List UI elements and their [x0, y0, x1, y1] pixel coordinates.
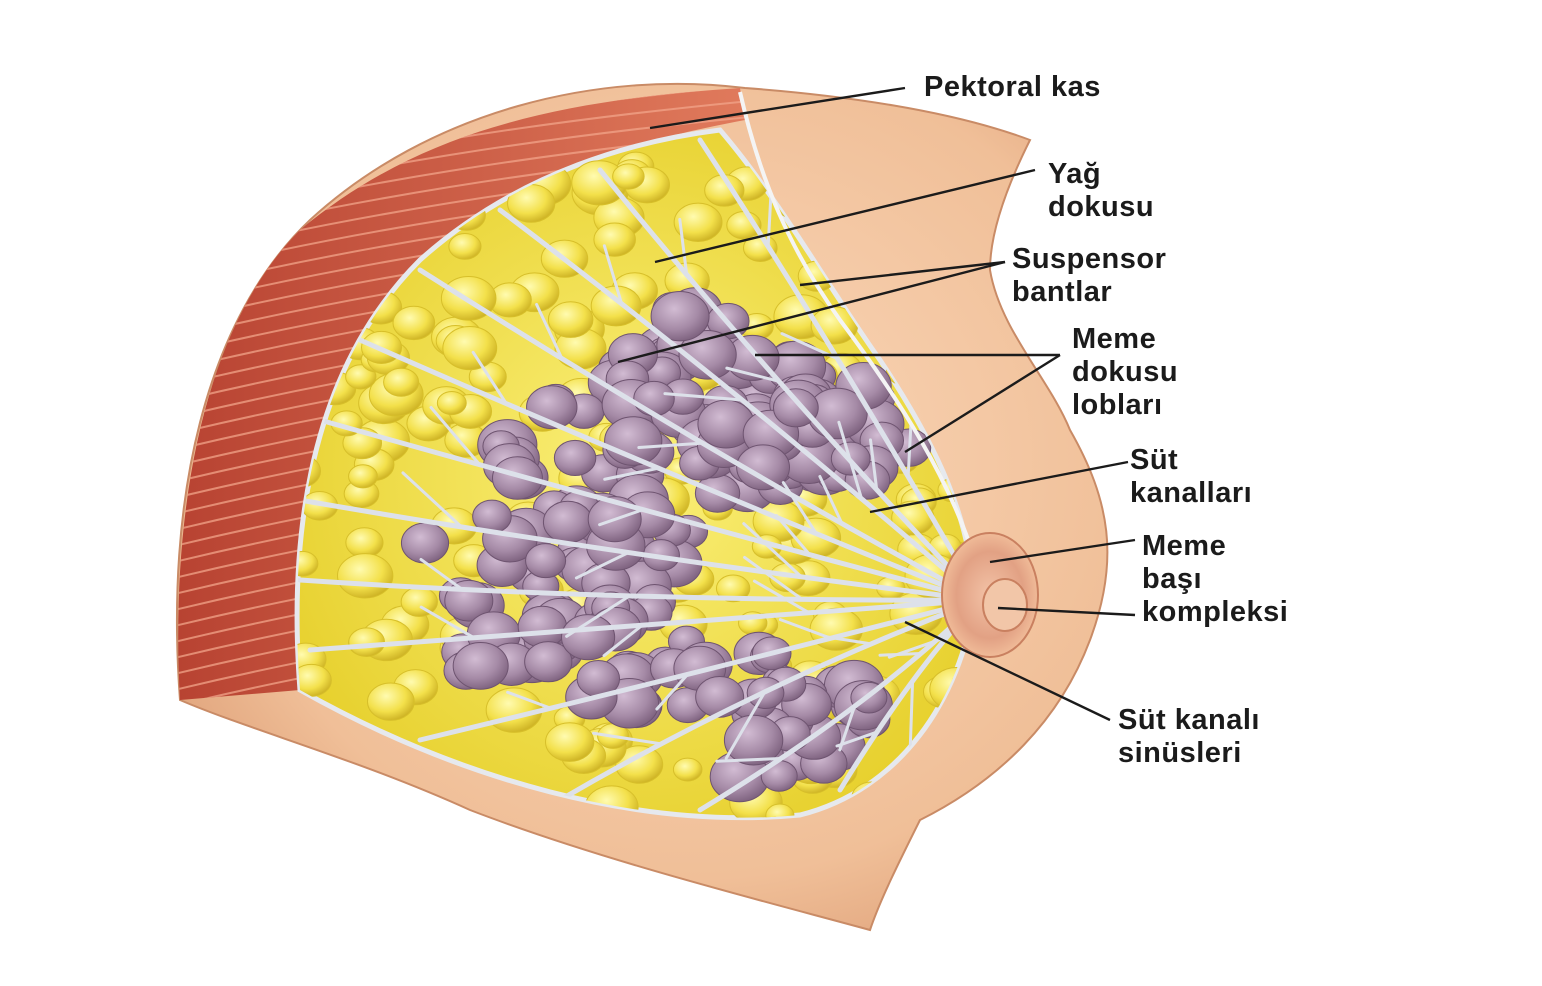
- label-suspensory-bands: Suspensor bantlar: [1012, 243, 1166, 309]
- label-nipple-complex: Meme başı kompleksi: [1142, 530, 1288, 629]
- label-breast-lobes: Meme dokusu lobları: [1072, 323, 1178, 422]
- label-pectoral-muscle: Pektoral kas: [924, 71, 1101, 104]
- label-duct-sinuses: Süt kanalı sinüsleri: [1118, 704, 1260, 770]
- label-fat-tissue: Yağ dokusu: [1048, 158, 1154, 224]
- nipple-complex: [942, 533, 1038, 657]
- label-milk-ducts: Süt kanalları: [1130, 444, 1252, 510]
